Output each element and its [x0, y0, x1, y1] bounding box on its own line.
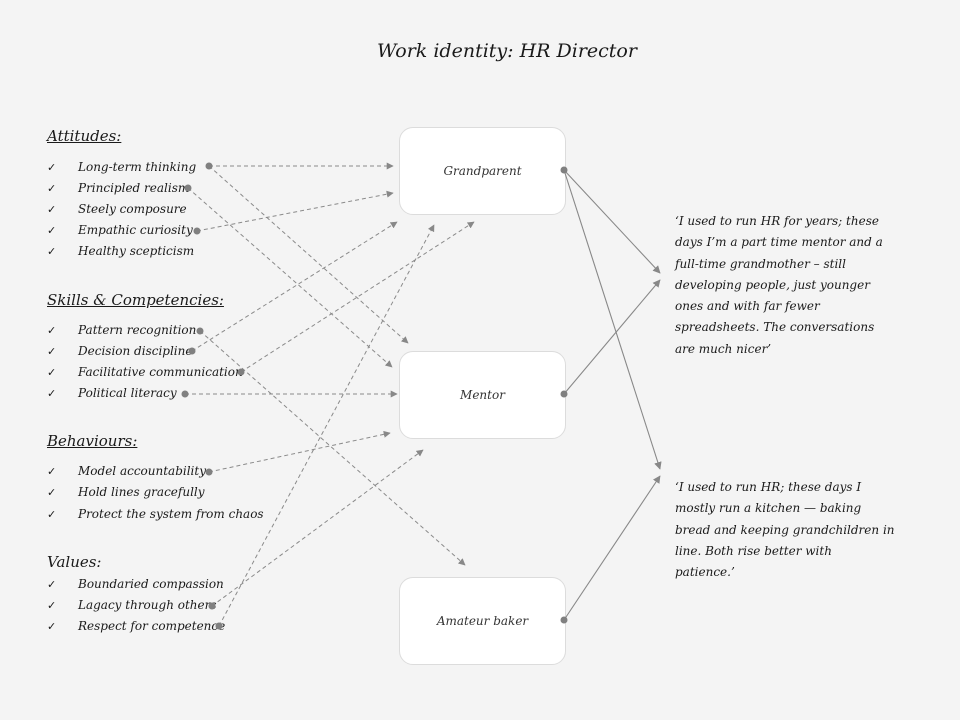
list-item: ✓Boundaried compassion	[47, 575, 224, 593]
connector-dot-respect-for-competence[interactable]	[215, 622, 223, 630]
dashed-connector	[240, 221, 475, 373]
list-item: ✓Facilitative communication	[47, 363, 243, 381]
check-icon: ✓	[47, 599, 57, 612]
check-icon: ✓	[47, 508, 57, 521]
check-icon: ✓	[47, 486, 57, 499]
connector-dot-long-term-thinking[interactable]	[205, 162, 213, 170]
identity-dot-grandparent[interactable]	[560, 166, 568, 174]
check-icon: ✓	[47, 245, 57, 258]
connector-dot-decision-discipline[interactable]	[188, 347, 196, 355]
dashed-connector	[208, 165, 409, 344]
identity-box-mentor[interactable]: Mentor	[399, 351, 566, 439]
quote-1: ‘I used to run HR for years; these days …	[675, 214, 883, 356]
connector-dot-pattern-recognition[interactable]	[196, 327, 204, 335]
check-icon: ✓	[47, 387, 57, 400]
list-item: ✓Principled realism	[47, 179, 189, 197]
quote-2: ‘I used to run HR; these days I mostly r…	[675, 480, 895, 580]
dashed-connector	[191, 221, 398, 352]
list-item: ✓Respect for competence	[47, 617, 225, 635]
check-icon: ✓	[47, 366, 57, 379]
quote-connector	[563, 169, 662, 470]
dashed-connector	[196, 190, 394, 232]
quote-connector	[563, 475, 661, 621]
check-icon: ✓	[47, 620, 57, 633]
section-title-behaviours: Behaviours:	[47, 432, 138, 450]
list-item: ✓Empathic curiosity	[47, 221, 193, 239]
quote-connector	[563, 279, 661, 395]
diagram-title: Work identity: HR Director	[377, 40, 637, 62]
list-item: ✓Hold lines gracefully	[47, 483, 205, 501]
identity-dot-mentor[interactable]	[560, 390, 568, 398]
list-item: ✓Model accountability	[47, 462, 206, 480]
check-icon: ✓	[47, 345, 57, 358]
check-icon: ✓	[47, 465, 57, 478]
check-icon: ✓	[47, 578, 57, 591]
section-title-attitudes: Attitudes:	[47, 127, 122, 145]
dashed-connector	[199, 330, 466, 566]
check-icon: ✓	[47, 182, 57, 195]
connector-dot-facilitative-communication[interactable]	[237, 368, 245, 376]
list-item: ✓Healthy scepticism	[47, 242, 194, 260]
list-item: ✓Protect the system from chaos	[47, 505, 264, 523]
section-title-values: Values:	[47, 553, 102, 571]
check-icon: ✓	[47, 224, 57, 237]
list-item: ✓Long-term thinking	[47, 158, 196, 176]
list-item: ✓Decision discipline	[47, 342, 192, 360]
dashed-connector	[208, 430, 391, 473]
connector-dot-principled-realism[interactable]	[184, 184, 192, 192]
identity-dot-amateur-baker[interactable]	[560, 616, 568, 624]
check-icon: ✓	[47, 161, 57, 174]
list-item: ✓Lagacy through others	[47, 596, 217, 614]
connector-dot-empathic-curiosity[interactable]	[193, 227, 201, 235]
list-item: ✓Political literacy	[47, 384, 177, 402]
check-icon: ✓	[47, 203, 57, 216]
dashed-connector	[187, 187, 393, 368]
check-icon: ✓	[47, 324, 57, 337]
quote-connector	[563, 169, 661, 274]
identity-box-grandparent[interactable]: Grandparent	[399, 127, 566, 215]
list-item: ✓Pattern recognition	[47, 321, 196, 339]
connector-dot-political-literacy[interactable]	[181, 390, 189, 398]
dashed-connector	[211, 449, 424, 607]
dashed-connector	[218, 224, 435, 627]
connector-dot-model-accountability[interactable]	[205, 468, 213, 476]
identity-box-amateur-baker[interactable]: Amateur baker	[399, 577, 566, 665]
section-title-skills: Skills & Competencies:	[47, 291, 224, 309]
connector-dot-lagacy-through-others[interactable]	[208, 602, 216, 610]
list-item: ✓Steely composure	[47, 200, 187, 218]
